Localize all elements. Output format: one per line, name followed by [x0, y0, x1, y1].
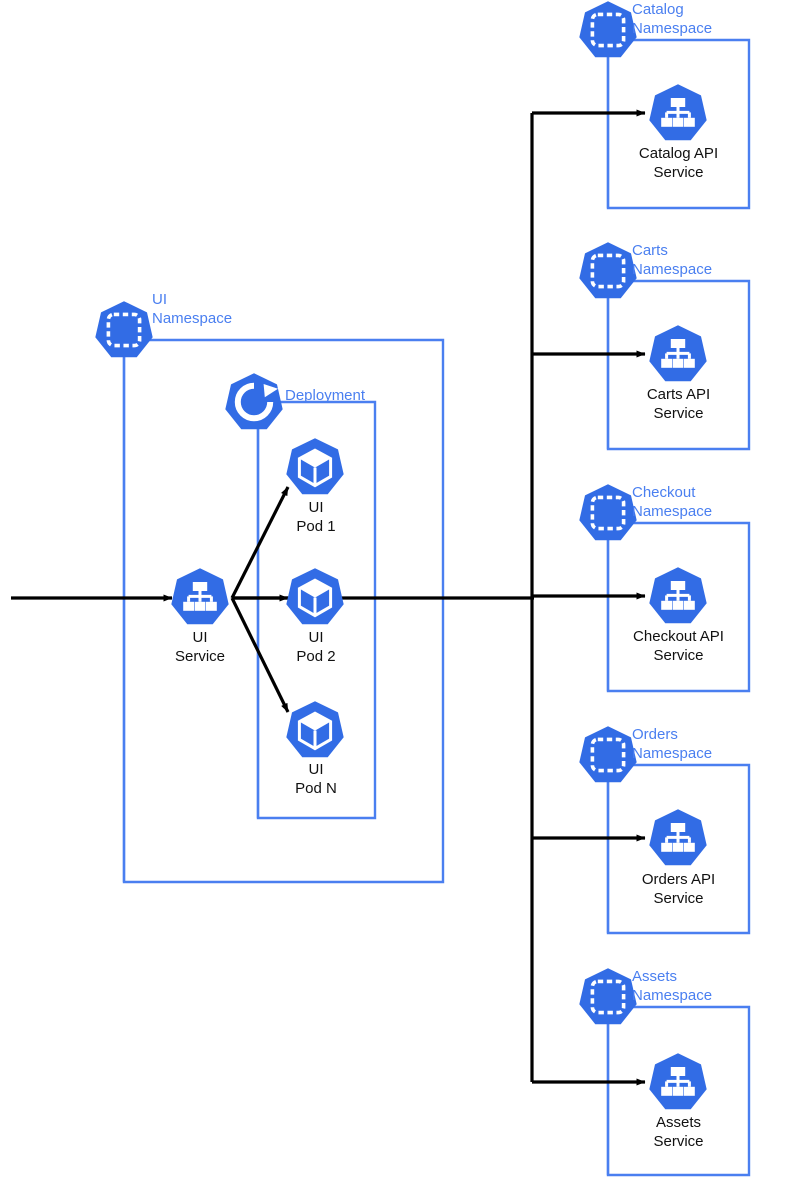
namespace-stems: [122, 40, 610, 1175]
ui-namespace-label: UI Namespace: [152, 291, 233, 327]
ui-pod-2-label: UI Pod 2: [296, 629, 336, 665]
catalog-api-service-icon: [649, 84, 707, 141]
ui-namespace-icon: [95, 301, 153, 358]
ui-pod-1-label: UI Pod 1: [296, 499, 336, 535]
orders-namespace-label: Orders Namespace: [632, 726, 713, 762]
catalog-api-service-label: Catalog API Service: [638, 145, 719, 181]
assets-namespace-icon: [579, 968, 637, 1025]
deployment-icon: [225, 373, 283, 430]
carts-namespace-icon: [579, 242, 637, 299]
assets-namespace-label: Assets Namespace: [632, 968, 713, 1004]
ui-service-label: UI Service: [174, 629, 226, 665]
ui-pod-2-icon: [286, 568, 344, 625]
orders-api-service-icon: [649, 809, 707, 866]
assets-service-label: Assets Service: [653, 1114, 704, 1150]
assets-service-icon: [649, 1053, 707, 1110]
ui-service-icon: [171, 568, 229, 625]
carts-namespace-label: Carts Namespace: [632, 242, 713, 278]
checkout-api-service-icon: [649, 567, 707, 624]
ui-pod-n-icon: [286, 701, 344, 758]
catalog-namespace-label: Catalog Namespace: [632, 1, 713, 37]
checkout-namespace-label: Checkout Namespace: [632, 484, 713, 520]
deployment-label: Deployment: [285, 387, 366, 404]
carts-api-service-label: Carts API Service: [646, 386, 711, 422]
ui-pod-n-label: UI Pod N: [295, 761, 337, 797]
carts-api-service-icon: [649, 325, 707, 382]
catalog-namespace-icon: [579, 1, 637, 58]
orders-api-service-label: Orders API Service: [641, 871, 716, 907]
orders-namespace-icon: [579, 726, 637, 783]
checkout-api-service-label: Checkout API Service: [633, 628, 724, 664]
ui-pod-1-icon: [286, 438, 344, 495]
service-to-pod-n-arrow: [230, 597, 290, 713]
checkout-namespace-icon: [579, 484, 637, 541]
ui-namespace-box: [122, 338, 445, 884]
service-to-pod-1-arrow: [230, 486, 290, 599]
